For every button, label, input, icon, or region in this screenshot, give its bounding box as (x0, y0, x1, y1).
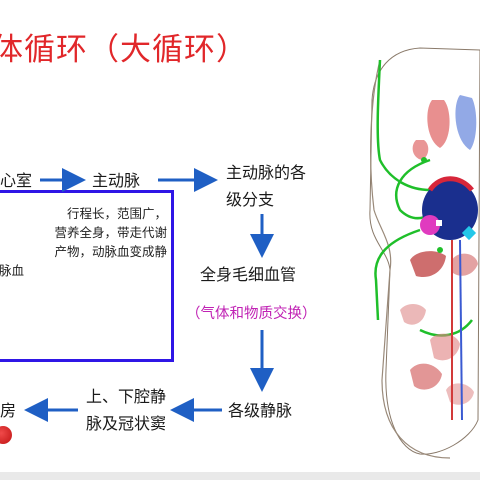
note-line: 行程长，范围广， (66, 206, 167, 221)
node-aorta-branches-1: 主动脉的各 (226, 163, 307, 182)
node-aorta: 主动脉 (92, 171, 141, 190)
bottom-bar (0, 472, 480, 480)
slide-title: 体循环（大循环） (0, 32, 248, 68)
exchange-label: （气体和物质交换） (186, 306, 317, 322)
node-vena-cava-2: 脉及冠状窦 (86, 414, 167, 433)
node-atrium: 房 (0, 401, 17, 420)
note-line: 营养全身，带走代谢 (54, 225, 167, 240)
note-box: 行程长，范围广， 营养全身，带走代谢 产物，动脉血变成静 脉血 (0, 190, 174, 362)
note-line: 脉血 (0, 263, 25, 278)
node-veins: 各级静脉 (228, 401, 293, 420)
atrium-dot-icon (0, 426, 12, 444)
note-line: 产物，动脉血变成静 (54, 244, 167, 259)
node-left-ventricle: 心室 (0, 171, 33, 190)
node-vena-cava-1: 上、下腔静 (86, 387, 167, 406)
node-capillaries: 全身毛细血管 (200, 265, 297, 284)
node-aorta-branches-2: 级分支 (226, 190, 275, 209)
note-text: 行程长，范围广， 营养全身，带走代谢 产物，动脉血变成静 脉血 (0, 204, 171, 280)
circulation-diagram-icon (369, 47, 480, 459)
